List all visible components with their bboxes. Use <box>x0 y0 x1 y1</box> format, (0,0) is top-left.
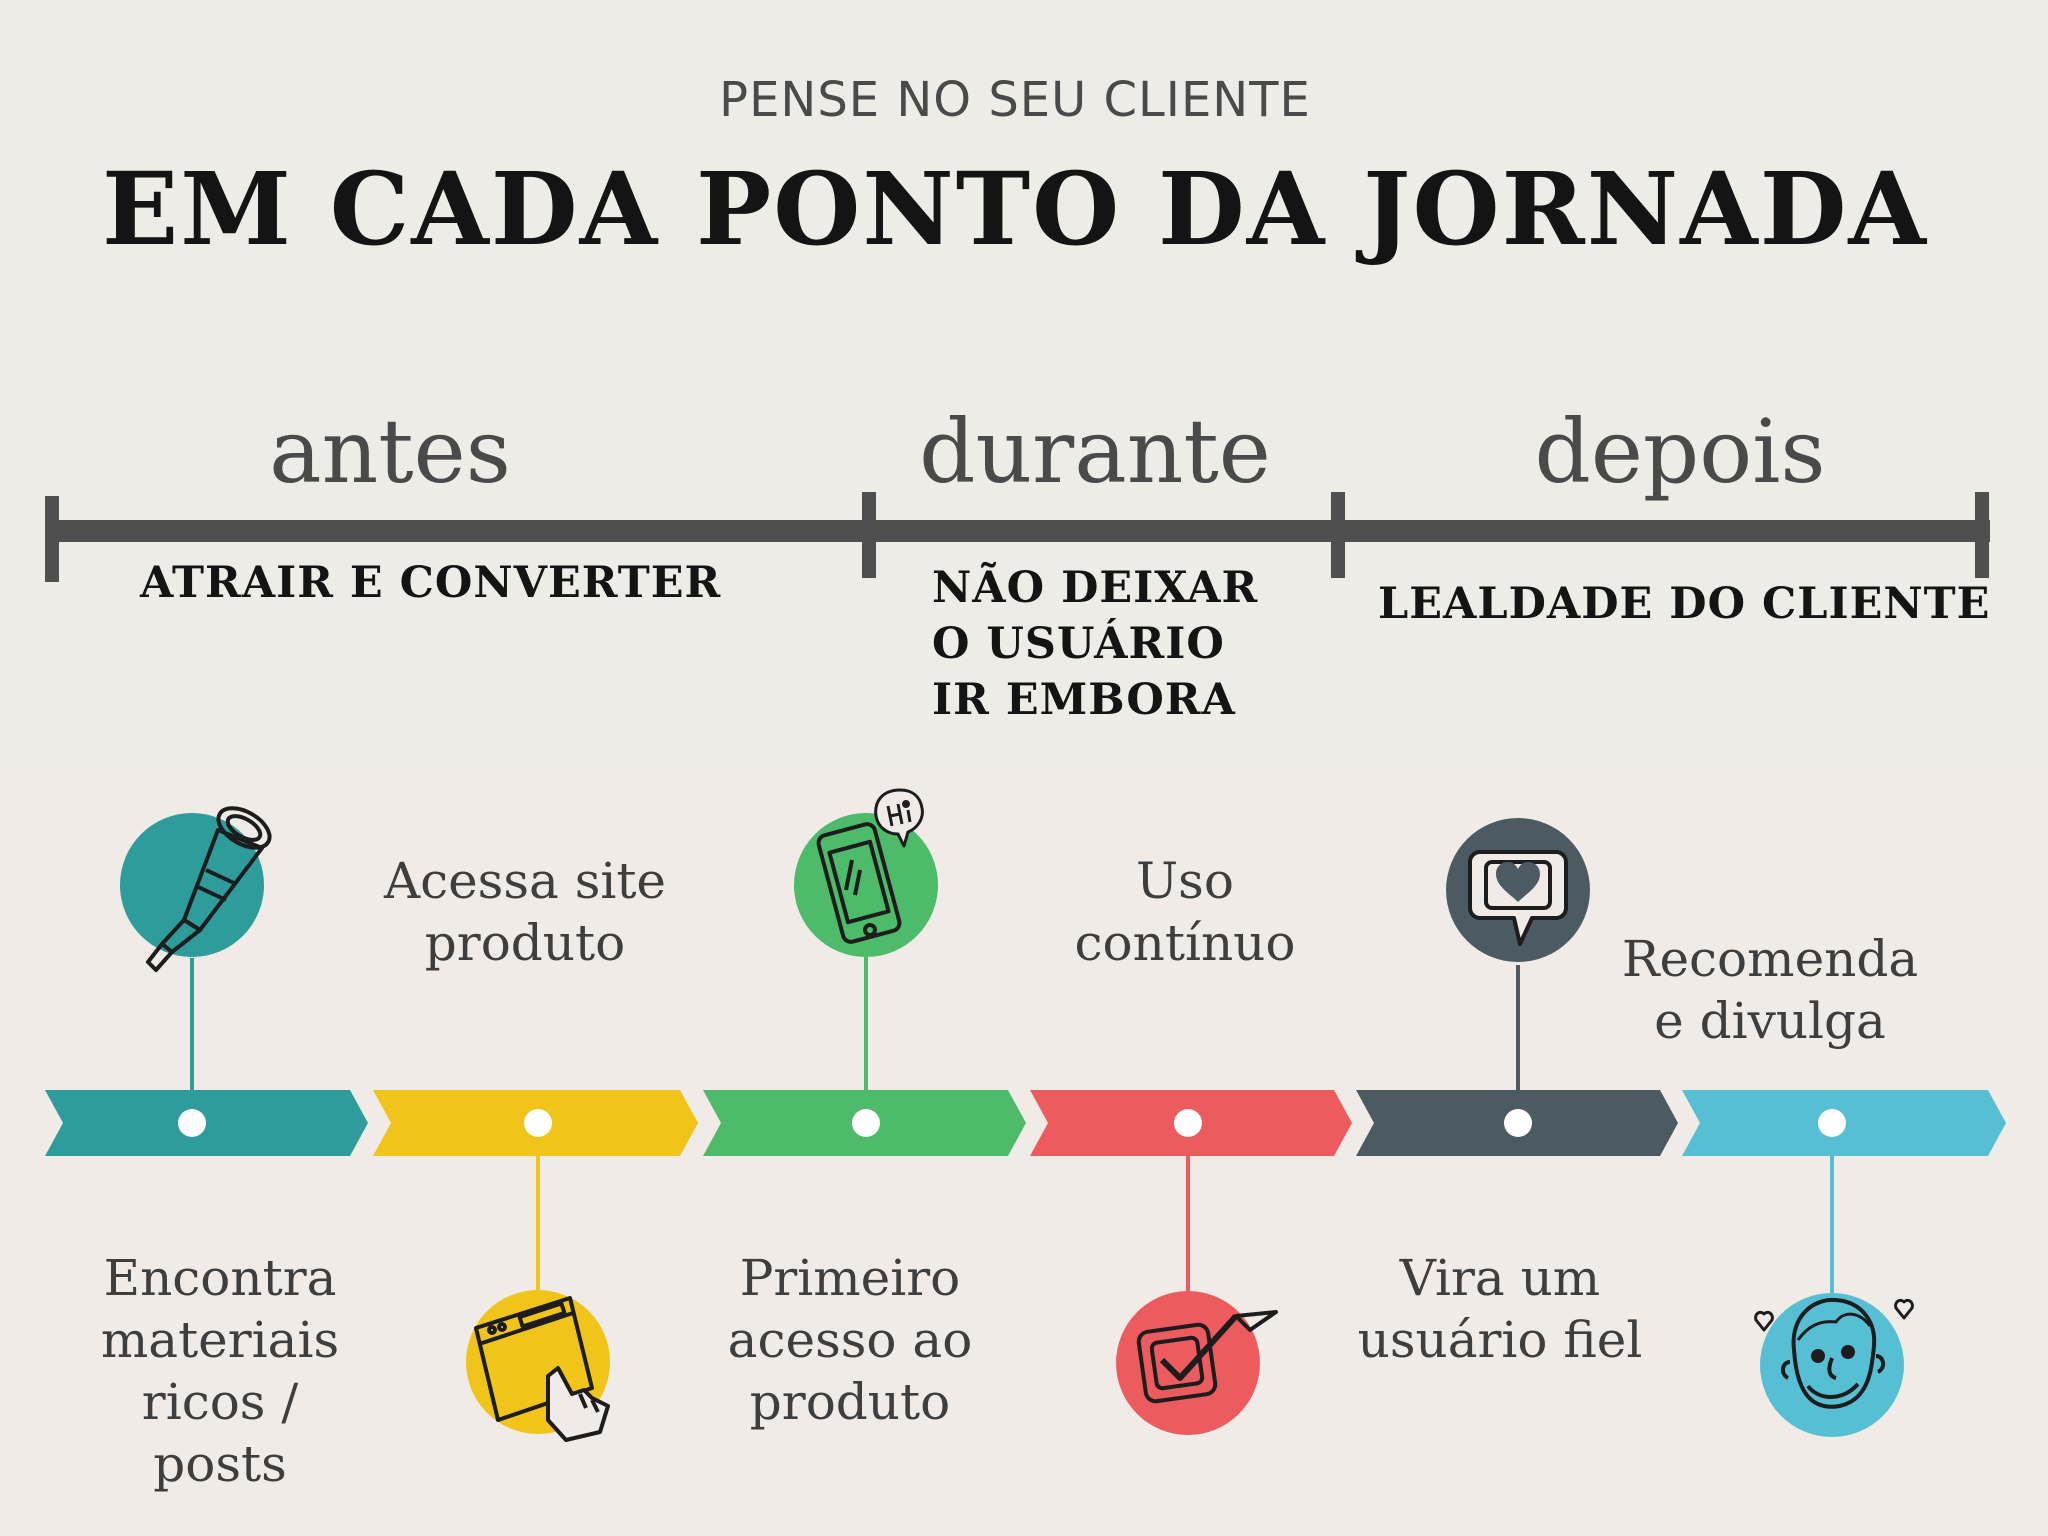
arrow-dots <box>178 1109 1846 1137</box>
heart-speech-bubble-icon <box>1446 818 1590 962</box>
phase-timeline <box>45 492 1990 582</box>
smiling-face-icon <box>1754 1293 1914 1437</box>
step-dot-2 <box>524 1109 552 1137</box>
arrow-segments <box>45 1090 2006 1156</box>
pretitle: PENSE NO SEU CLIENTE <box>719 72 1311 128</box>
timeline-tick-end <box>1975 492 1989 578</box>
timeline-tick-antes-durante <box>862 492 876 578</box>
smartphone-hi-icon <box>794 788 938 957</box>
step-dot-6 <box>1818 1109 1846 1137</box>
step-label-vira: Vira um usuário fiel <box>1357 1249 1643 1369</box>
step-dot-1 <box>178 1109 206 1137</box>
checkbox-icon <box>1116 1291 1278 1435</box>
phase-label-durante: durante <box>919 400 1271 503</box>
phase-goal-depois: LEALDADE DO CLIENTE <box>1378 579 1991 629</box>
phase-label-antes: antes <box>269 400 511 503</box>
spyglass-icon <box>120 806 272 972</box>
timeline-tick-durante-depois <box>1331 492 1345 578</box>
step-dot-4 <box>1174 1109 1202 1137</box>
timeline-tick-start <box>45 496 59 582</box>
step-dot-5 <box>1504 1109 1532 1137</box>
step-label-uso: Uso contínuo <box>1074 852 1296 972</box>
phase-label-depois: depois <box>1534 400 1826 503</box>
step-label-primeiro: Primeiro acesso ao produto <box>727 1249 973 1431</box>
step-label-acessa: Acessa site produto <box>383 852 667 972</box>
timeline-bar <box>46 520 1990 542</box>
step-label-recomenda: Recomenda e divulga <box>1621 930 1919 1050</box>
page-title: EM CADA PONTO DA JORNADA <box>101 150 1929 268</box>
browser-click-icon <box>466 1290 610 1442</box>
phase-goal-antes: ATRAIR E CONVERTER <box>140 558 722 608</box>
phase-goal-durante: NÃO DEIXAR O USUÁRIO IR EMBORA <box>932 563 1259 725</box>
arrow-segment-1 <box>45 1090 368 1156</box>
step-dot-3 <box>852 1109 880 1137</box>
step-label-encontra: Encontra materiais ricos / posts <box>100 1249 340 1493</box>
